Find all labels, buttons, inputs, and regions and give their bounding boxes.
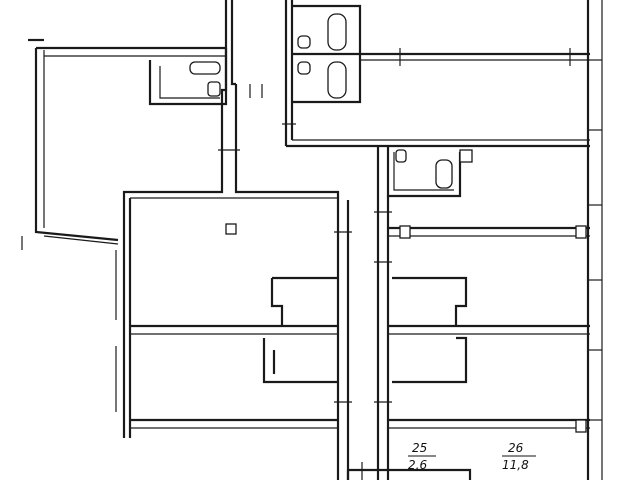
bathroom-east xyxy=(386,146,473,198)
bathtub-north-1 xyxy=(327,13,347,51)
east-rooms xyxy=(388,225,590,433)
bathroom-north xyxy=(292,4,590,104)
corridor-walls xyxy=(122,0,590,438)
room-number: 25 xyxy=(412,441,427,455)
radiator-east-3 xyxy=(575,419,587,433)
radiator-east-1 xyxy=(399,225,411,239)
bottom-entry xyxy=(346,462,472,480)
radiator-east-2 xyxy=(575,225,587,239)
room-label-26: 26 11,8 xyxy=(502,441,536,472)
bathtub-east xyxy=(435,159,453,189)
toilet-east xyxy=(395,149,407,163)
bathroom-nw xyxy=(148,48,228,106)
bathtub-north-2 xyxy=(327,61,347,99)
toilet-nw xyxy=(207,81,221,97)
bathtub-nw xyxy=(189,61,221,75)
central-spine xyxy=(334,146,392,480)
room-label-25: 25 2,6 xyxy=(408,441,436,472)
west-rooms xyxy=(115,197,338,438)
column-marker xyxy=(225,223,237,235)
east-facade-wall xyxy=(586,0,603,480)
room-area: 2,6 xyxy=(408,458,427,472)
sink-east xyxy=(459,149,473,163)
toilet-north-2 xyxy=(297,61,311,75)
room-area: 11,8 xyxy=(502,458,529,472)
loggia xyxy=(21,38,226,250)
toilet-north-1 xyxy=(297,35,311,49)
room-number: 26 xyxy=(508,441,524,455)
